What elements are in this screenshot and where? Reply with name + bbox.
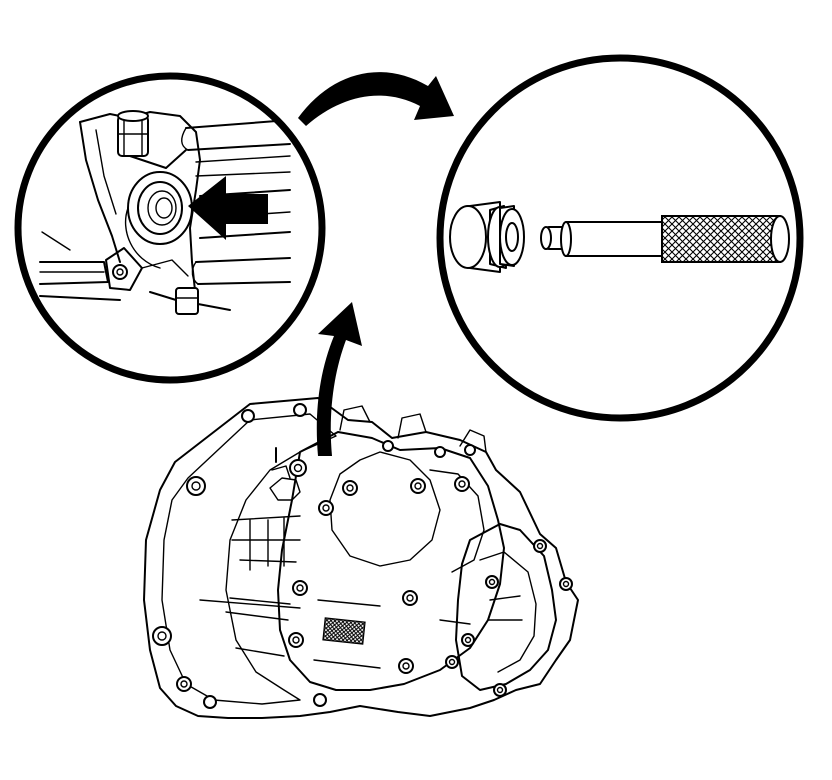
- housing-outline: [143, 397, 579, 719]
- oil-seal: [449, 201, 525, 273]
- bell-bolt-bosses: [152, 403, 307, 709]
- callout-arrows: [298, 72, 454, 456]
- callout-arrow-icon: [316, 302, 362, 456]
- seal-boss: [289, 459, 307, 477]
- pointer-arrow-icon: [188, 176, 268, 240]
- detail-circle-left: [14, 72, 326, 384]
- case-web: [329, 451, 441, 567]
- vent-grille: [322, 617, 366, 645]
- detail-circle-housing: [14, 72, 326, 384]
- end-cover: [455, 523, 557, 691]
- seal-installer-tool: [540, 215, 790, 263]
- detail-circle-right: [436, 54, 804, 422]
- release-stud: [269, 477, 301, 501]
- transaxle-assembly: [143, 397, 579, 719]
- shaft-lines: [231, 515, 301, 563]
- bell-flange: [161, 413, 337, 705]
- center-case: [277, 431, 505, 691]
- callout-arrow-icon: [298, 72, 454, 126]
- detail-circle-tool: [436, 54, 804, 422]
- case-bolts: [288, 440, 573, 707]
